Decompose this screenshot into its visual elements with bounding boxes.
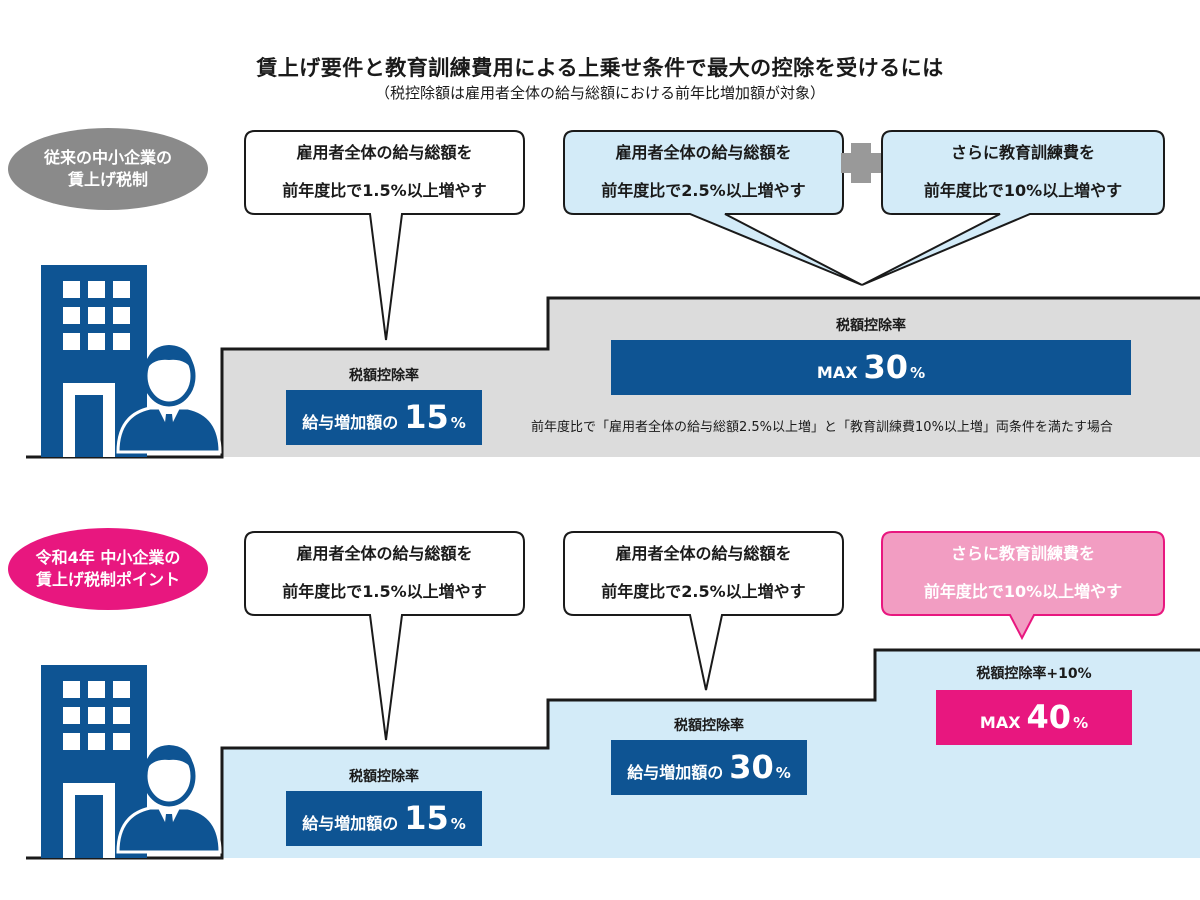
bubble-line-1: さらに教育訓練費を [950,143,1095,162]
page-subtitle: （税控除額は雇用者全体の給与総額における前年比増加額が対象） [374,84,825,102]
bubble-line-2: 前年度比で2.5%以上増やす [601,582,806,601]
rate-value: 30 [729,748,774,786]
bubble-line-2: 前年度比で1.5%以上増やす [282,582,487,601]
legacy-tax-system-badge: 従来の中小企業の 賃上げ税制 [8,128,208,210]
bubble-text-bottom-2: 雇用者全体の給与総額を 前年度比で2.5%以上増やす [564,535,843,611]
bubble-line-1: 雇用者全体の給与総額を [296,143,473,162]
bubble-line-2: 前年度比で1.5%以上増やす [282,181,487,200]
bubble-text-top-1: 雇用者全体の給与総額を 前年度比で1.5%以上増やす [245,134,524,210]
businessman-icon [116,345,222,454]
badge-line-2: 賃上げ税制ポイント [35,570,180,589]
businessman-icon [116,745,222,854]
badge-line-1: 従来の中小企業の [43,148,172,168]
bubble-text-top-2: 雇用者全体の給与総額を 前年度比で2.5%以上増やす [564,134,843,210]
rate-value: 40 [1026,698,1072,736]
rate-box-bottom-1: 給与増加額の 15 % [286,791,482,846]
rate-unit: % [910,364,926,382]
rate-unit: % [450,815,466,833]
speech-bubble-bottom-1 [244,531,525,741]
page-title: 賃上げ要件と教育訓練費用による上乗せ条件で最大の控除を受けるには [256,56,944,80]
rate-box-bottom-3: MAX 40 % [936,690,1132,745]
bubble-line-2: 前年度比で10%以上増やす [923,582,1123,601]
speech-bubble-bottom-2 [563,531,844,691]
rate-value: 30 [863,348,909,386]
rate-label-top-2: 税額控除率 [836,318,906,334]
bubble-line-2: 前年度比で2.5%以上増やす [601,181,806,200]
bubble-line-1: 雇用者全体の給与総額を [615,544,792,563]
reiwa4-tax-point-badge: 令和4年 中小企業の 賃上げ税制ポイント [8,528,208,610]
rate-prefix: MAX [979,713,1021,732]
rate-prefix: 給与増加額の [302,814,399,833]
rate-unit: % [775,764,791,782]
rate-box-bottom-2: 給与増加額の 30 % [611,740,807,795]
bubble-line-1: 雇用者全体の給与総額を [296,544,473,563]
office-building-icon [41,265,147,457]
bubble-line-2: 前年度比で10%以上増やす [923,181,1123,200]
rate-prefix: MAX [816,363,858,382]
speech-bubble-bottom-3 [881,531,1165,641]
condition-note: 前年度比で「雇用者全体の給与総額2.5%以上増」と「教育訓練費10%以上増」両条… [531,420,1113,435]
rate-box-top-2: MAX 30 % [611,340,1131,395]
speech-bubble-top-1 [244,130,525,341]
rate-prefix: 給与増加額の [302,413,399,432]
bubble-line-1: 雇用者全体の給与総額を [615,143,792,162]
bubble-text-top-3: さらに教育訓練費を 前年度比で10%以上増やす [882,134,1164,210]
speech-bubble-top-3 [861,130,1165,286]
bubble-text-bottom-1: 雇用者全体の給与総額を 前年度比で1.5%以上増やす [245,535,524,611]
plus-icon [841,143,881,183]
speech-bubble-top-2 [563,130,863,286]
rate-unit: % [450,414,466,432]
badge-line-1: 令和4年 中小企業の [35,548,181,568]
rate-prefix: 給与増加額の [627,763,724,782]
rate-label-bottom-3: 税額控除率+10% [976,666,1092,682]
office-building-icon [41,665,147,858]
rate-label-top-1: 税額控除率 [349,368,419,384]
rate-label-bottom-1: 税額控除率 [349,769,419,785]
rate-value: 15 [404,398,449,436]
staircase-outline-bottom [26,648,1200,860]
rate-box-top-1: 給与増加額の 15 % [286,390,482,445]
staircase-outline-top [26,296,1200,459]
rate-label-bottom-2: 税額控除率 [674,718,744,734]
rate-value: 15 [404,799,449,837]
bubble-line-1: さらに教育訓練費を [950,544,1095,563]
bubble-text-bottom-3: さらに教育訓練費を 前年度比で10%以上増やす [882,535,1164,611]
badge-line-2: 賃上げ税制 [67,170,148,189]
rate-unit: % [1073,714,1089,732]
